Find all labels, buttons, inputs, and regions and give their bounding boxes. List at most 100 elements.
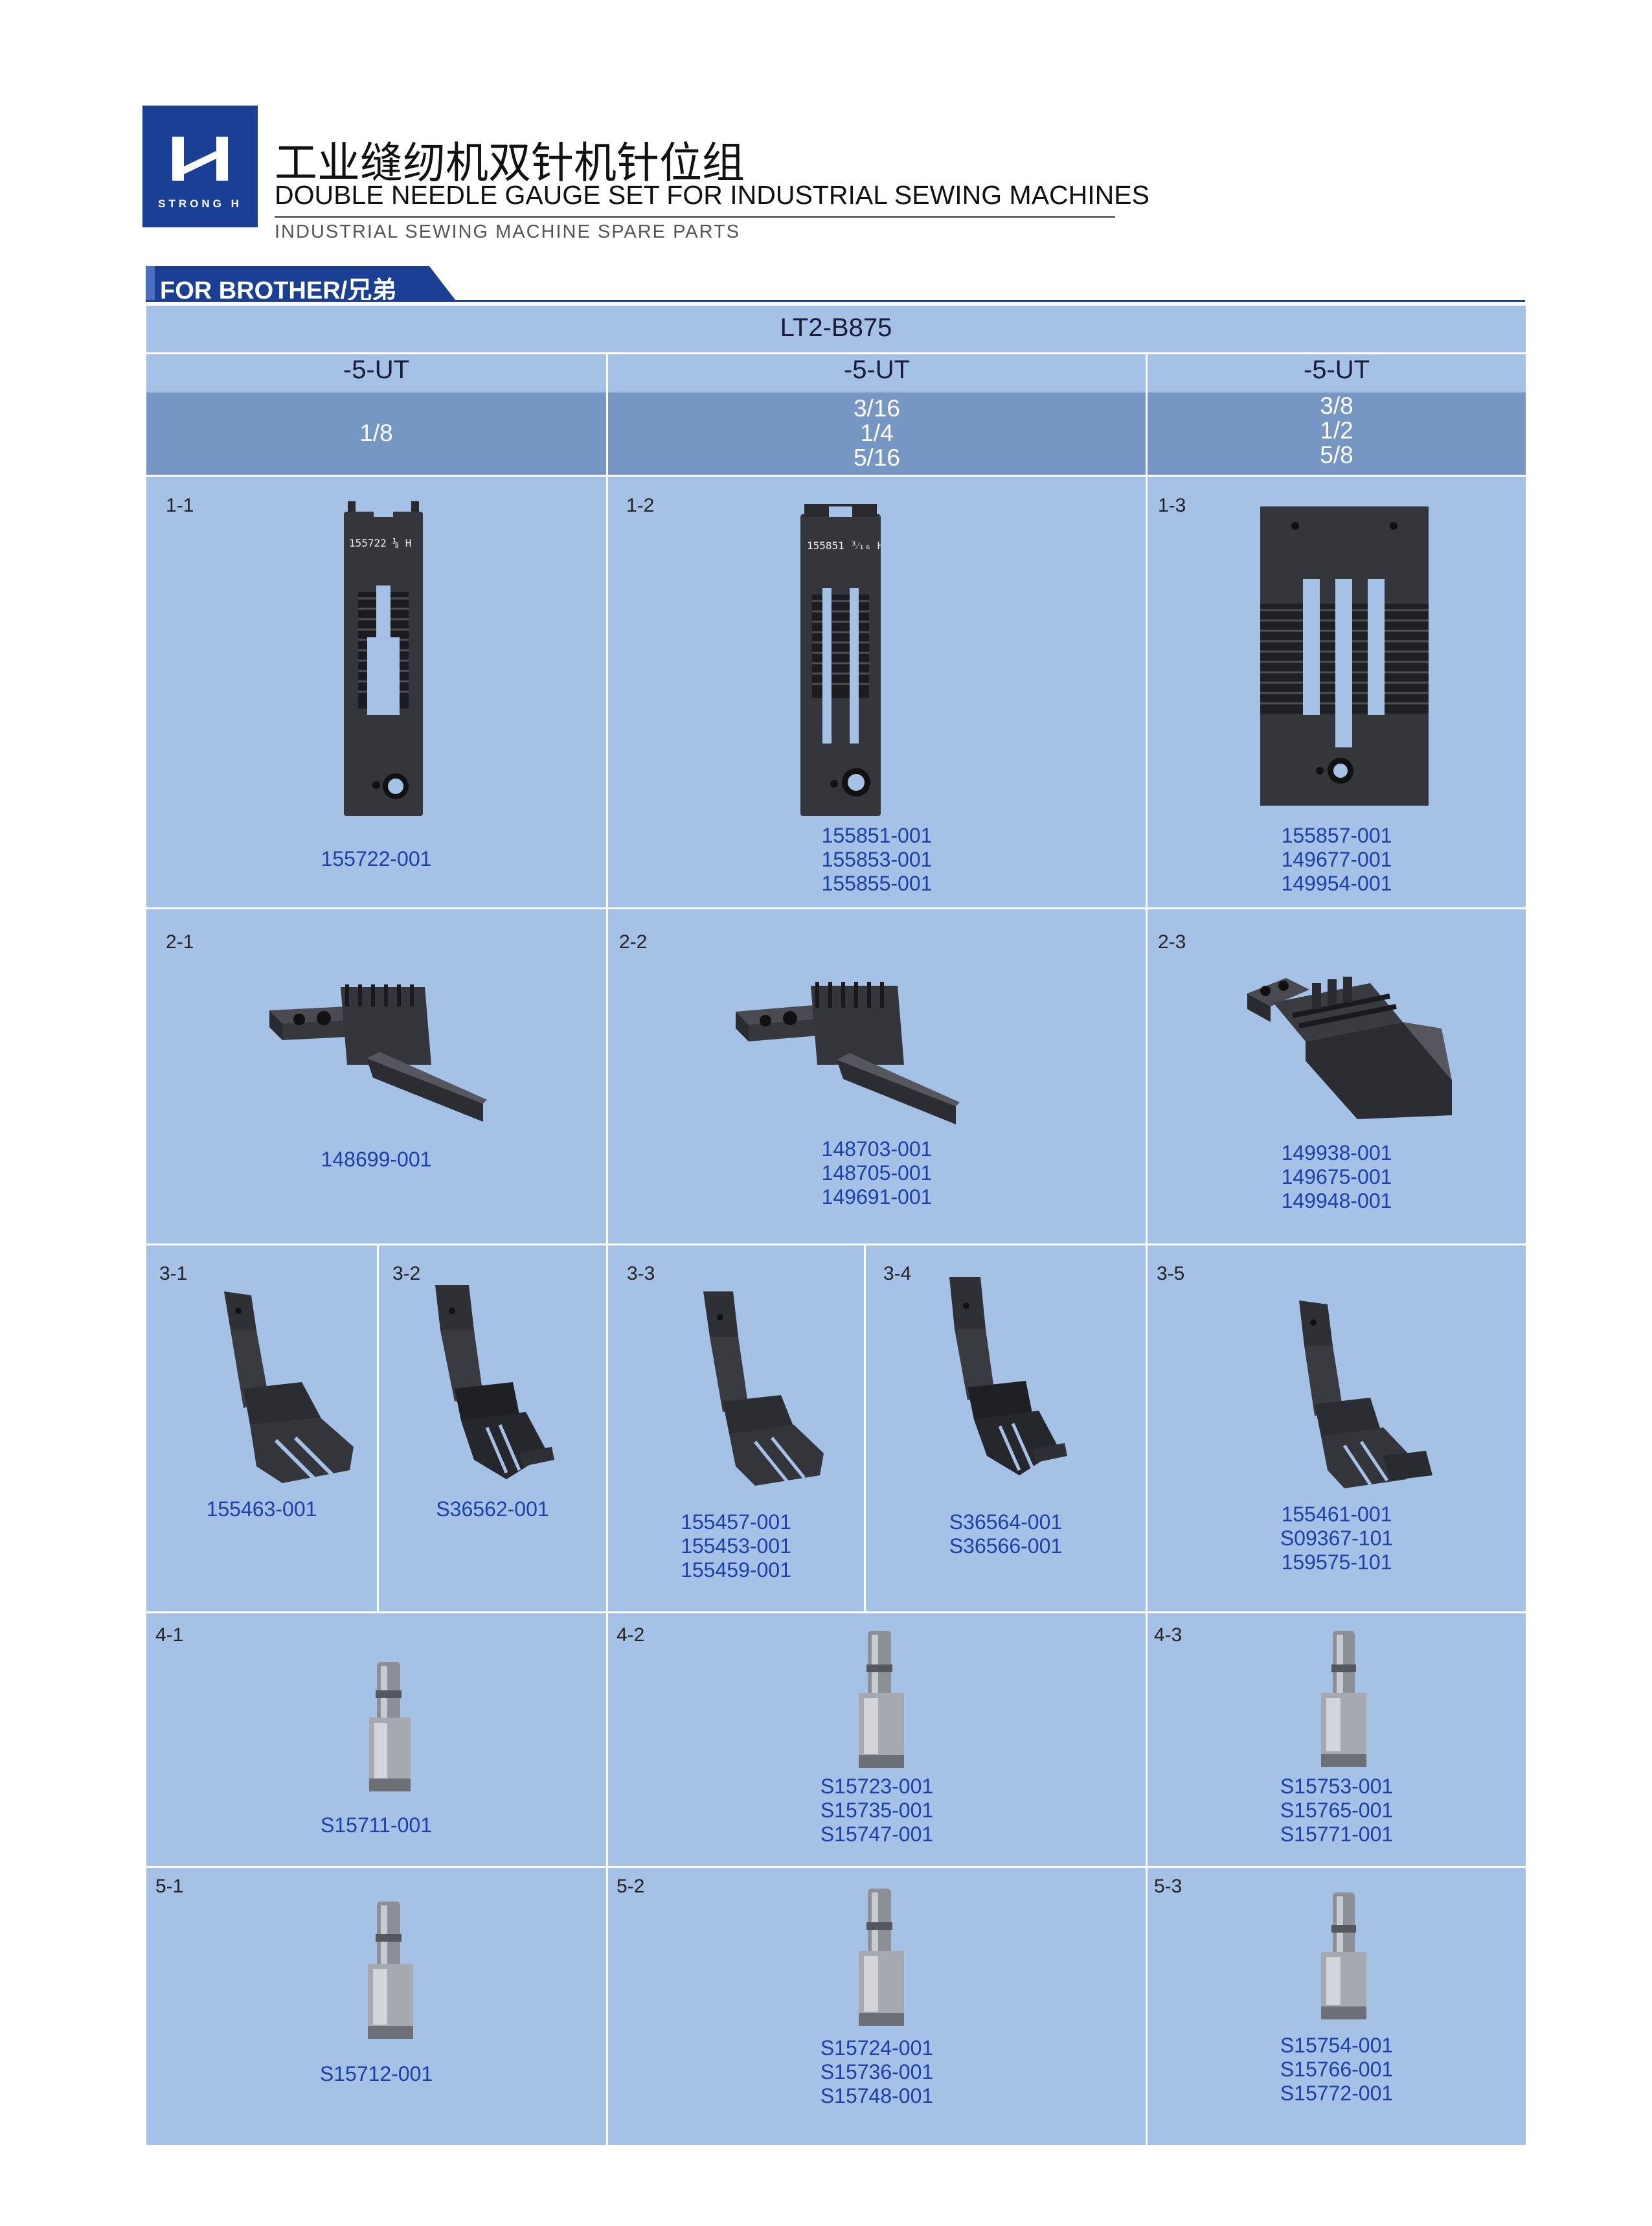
parts-table: LT2-B875 -5-UT -5-UT -5-UT 1/8 3/16 1/4 … — [146, 306, 1526, 2145]
part-number-list: 149938-001 149675-001 149948-001 — [1148, 1141, 1526, 1213]
model-header: LT2-B875 — [780, 313, 892, 342]
item-number: 3-3 — [627, 1263, 655, 1284]
size-header-band — [146, 392, 1526, 475]
item-number: 5-2 — [617, 1876, 645, 1897]
logo-text: STRONG H — [158, 198, 242, 210]
item-number: 4-1 — [155, 1624, 184, 1646]
part-number: S15723-001 — [820, 1775, 934, 1798]
grid-line — [864, 1244, 866, 1611]
presser-foot-icon — [703, 1291, 824, 1486]
item-number: 1-1 — [166, 495, 194, 516]
item-number: 3-4 — [883, 1263, 912, 1284]
item-number: 5-3 — [1154, 1876, 1182, 1897]
part-number: S15766-001 — [1280, 2058, 1394, 2081]
size-label: 1/4 — [860, 420, 894, 446]
grid-line — [146, 1866, 1526, 1868]
part-number: 155851-001 — [821, 824, 933, 847]
needle-clamp-icon — [1321, 1892, 1366, 2019]
part-number-list: S15723-001 S15735-001 S15747-001 — [608, 1775, 1146, 1846]
item-number: 3-1 — [159, 1263, 188, 1284]
needle-clamp-icon — [859, 1889, 904, 2026]
column-sizes-1: 1/8 — [146, 421, 606, 446]
grid-line — [146, 352, 1526, 354]
item-number: 2-1 — [166, 931, 194, 953]
feed-dog-icon — [1247, 977, 1452, 1119]
part-number: 159575-101 — [1281, 1550, 1392, 1574]
part-number: 149954-001 — [1281, 872, 1392, 895]
part-number: 149948-001 — [1281, 1189, 1392, 1212]
grid-line — [377, 1244, 379, 1611]
part-number: S15712-001 — [319, 2062, 433, 2085]
presser-foot-icon — [1299, 1300, 1432, 1488]
part-number: 148705-001 — [821, 1161, 933, 1185]
part-number-list: 155851-001 155853-001 155855-001 — [608, 824, 1146, 896]
part-number-list: S15724-001 S15736-001 S15748-001 — [608, 2036, 1146, 2108]
size-label: 5/8 — [1320, 442, 1353, 468]
item-number: 3-5 — [1157, 1263, 1185, 1284]
part-number: S15772-001 — [1280, 2082, 1394, 2105]
part-number-list: 148703-001 148705-001 149691-001 — [608, 1137, 1146, 1209]
needle-clamp-icon — [859, 1631, 904, 1768]
part-number: 155461-001 — [1281, 1503, 1392, 1526]
part-number: S15771-001 — [1280, 1823, 1394, 1846]
part-number: 155855-001 — [821, 872, 933, 895]
part-number: 155857-001 — [1281, 824, 1392, 847]
company-logo: STRONG H — [142, 106, 258, 227]
item-number: 4-2 — [617, 1624, 645, 1646]
part-number: S36566-001 — [949, 1534, 1063, 1558]
needle-plate-icon — [1260, 506, 1429, 806]
part-number: 148699-001 — [321, 1148, 432, 1171]
needle-plate-icon: 155851 ³⁄₁₆ H — [800, 504, 881, 816]
grid-line — [1146, 352, 1148, 2145]
feed-dog-icon — [269, 984, 487, 1122]
strong-h-logo-icon — [172, 137, 228, 181]
grid-line — [606, 352, 608, 2145]
part-number-list: S15712-001 — [146, 2062, 606, 2086]
part-number-list: S36564-001 S36566-001 — [866, 1510, 1146, 1558]
part-number: 149938-001 — [1281, 1141, 1392, 1164]
grid-line — [146, 1244, 1526, 1245]
part-number: S36564-001 — [949, 1510, 1063, 1534]
part-number: 155463-001 — [206, 1497, 317, 1521]
column-variant-1: -5-UT — [343, 356, 410, 384]
column-variant-2: -5-UT — [843, 356, 911, 384]
part-number: 155459-001 — [681, 1558, 791, 1582]
size-label: 1/8 — [359, 420, 393, 446]
part-number-list: 155722-001 — [146, 847, 606, 871]
grid-line — [146, 475, 1526, 477]
item-number: 3-2 — [392, 1263, 421, 1284]
page-subtitle: INDUSTRIAL SEWING MACHINE SPARE PARTS — [275, 221, 741, 242]
part-number: 155453-001 — [681, 1534, 791, 1558]
needle-clamp-icon — [368, 1902, 413, 2039]
part-number: S15765-001 — [1280, 1799, 1394, 1822]
part-number: 155457-001 — [681, 1510, 791, 1534]
part-number: S15753-001 — [1280, 1775, 1394, 1798]
part-number-list: 155461-001 S09367-101 159575-101 — [1148, 1503, 1526, 1574]
size-label: 5/16 — [853, 444, 900, 471]
part-number: 149677-001 — [1281, 848, 1392, 871]
size-label: 3/8 — [1320, 392, 1353, 419]
part-number: 155853-001 — [821, 848, 933, 871]
needle-plate-icon: 155722 ⅛ H — [344, 501, 423, 816]
part-number-list: S15753-001 S15765-001 S15771-001 — [1148, 1775, 1526, 1846]
part-number: 155722-001 — [321, 847, 432, 870]
brand-divider — [146, 300, 1525, 302]
part-number-list: 155857-001 149677-001 149954-001 — [1148, 824, 1526, 896]
part-number-list: S15711-001 — [146, 1813, 606, 1837]
part-number-list: S36562-001 — [379, 1497, 606, 1521]
part-number: S15748-001 — [820, 2084, 934, 2107]
item-number: 1-2 — [626, 495, 655, 516]
grid-line — [146, 907, 1526, 909]
brand-tab-shape — [146, 266, 455, 300]
part-number-list: 155457-001 155453-001 155459-001 — [608, 1510, 864, 1582]
brand-tab: FOR BROTHER/兄弟 — [146, 266, 455, 304]
needle-clamp-icon — [1321, 1631, 1366, 1767]
page-title-english: DOUBLE NEEDLE GAUGE SET FOR INDUSTRIAL S… — [275, 180, 1149, 210]
column-variant-3: -5-UT — [1303, 356, 1370, 384]
item-number: 1-3 — [1158, 495, 1186, 516]
part-number: S15736-001 — [820, 2060, 934, 2084]
plate-imprint: 155722 ⅛ H — [349, 537, 411, 549]
size-label: 3/16 — [853, 395, 900, 422]
column-sizes-2: 3/16 1/4 5/16 — [608, 396, 1146, 470]
plate-imprint: 155851 ³⁄₁₆ H — [807, 539, 881, 552]
